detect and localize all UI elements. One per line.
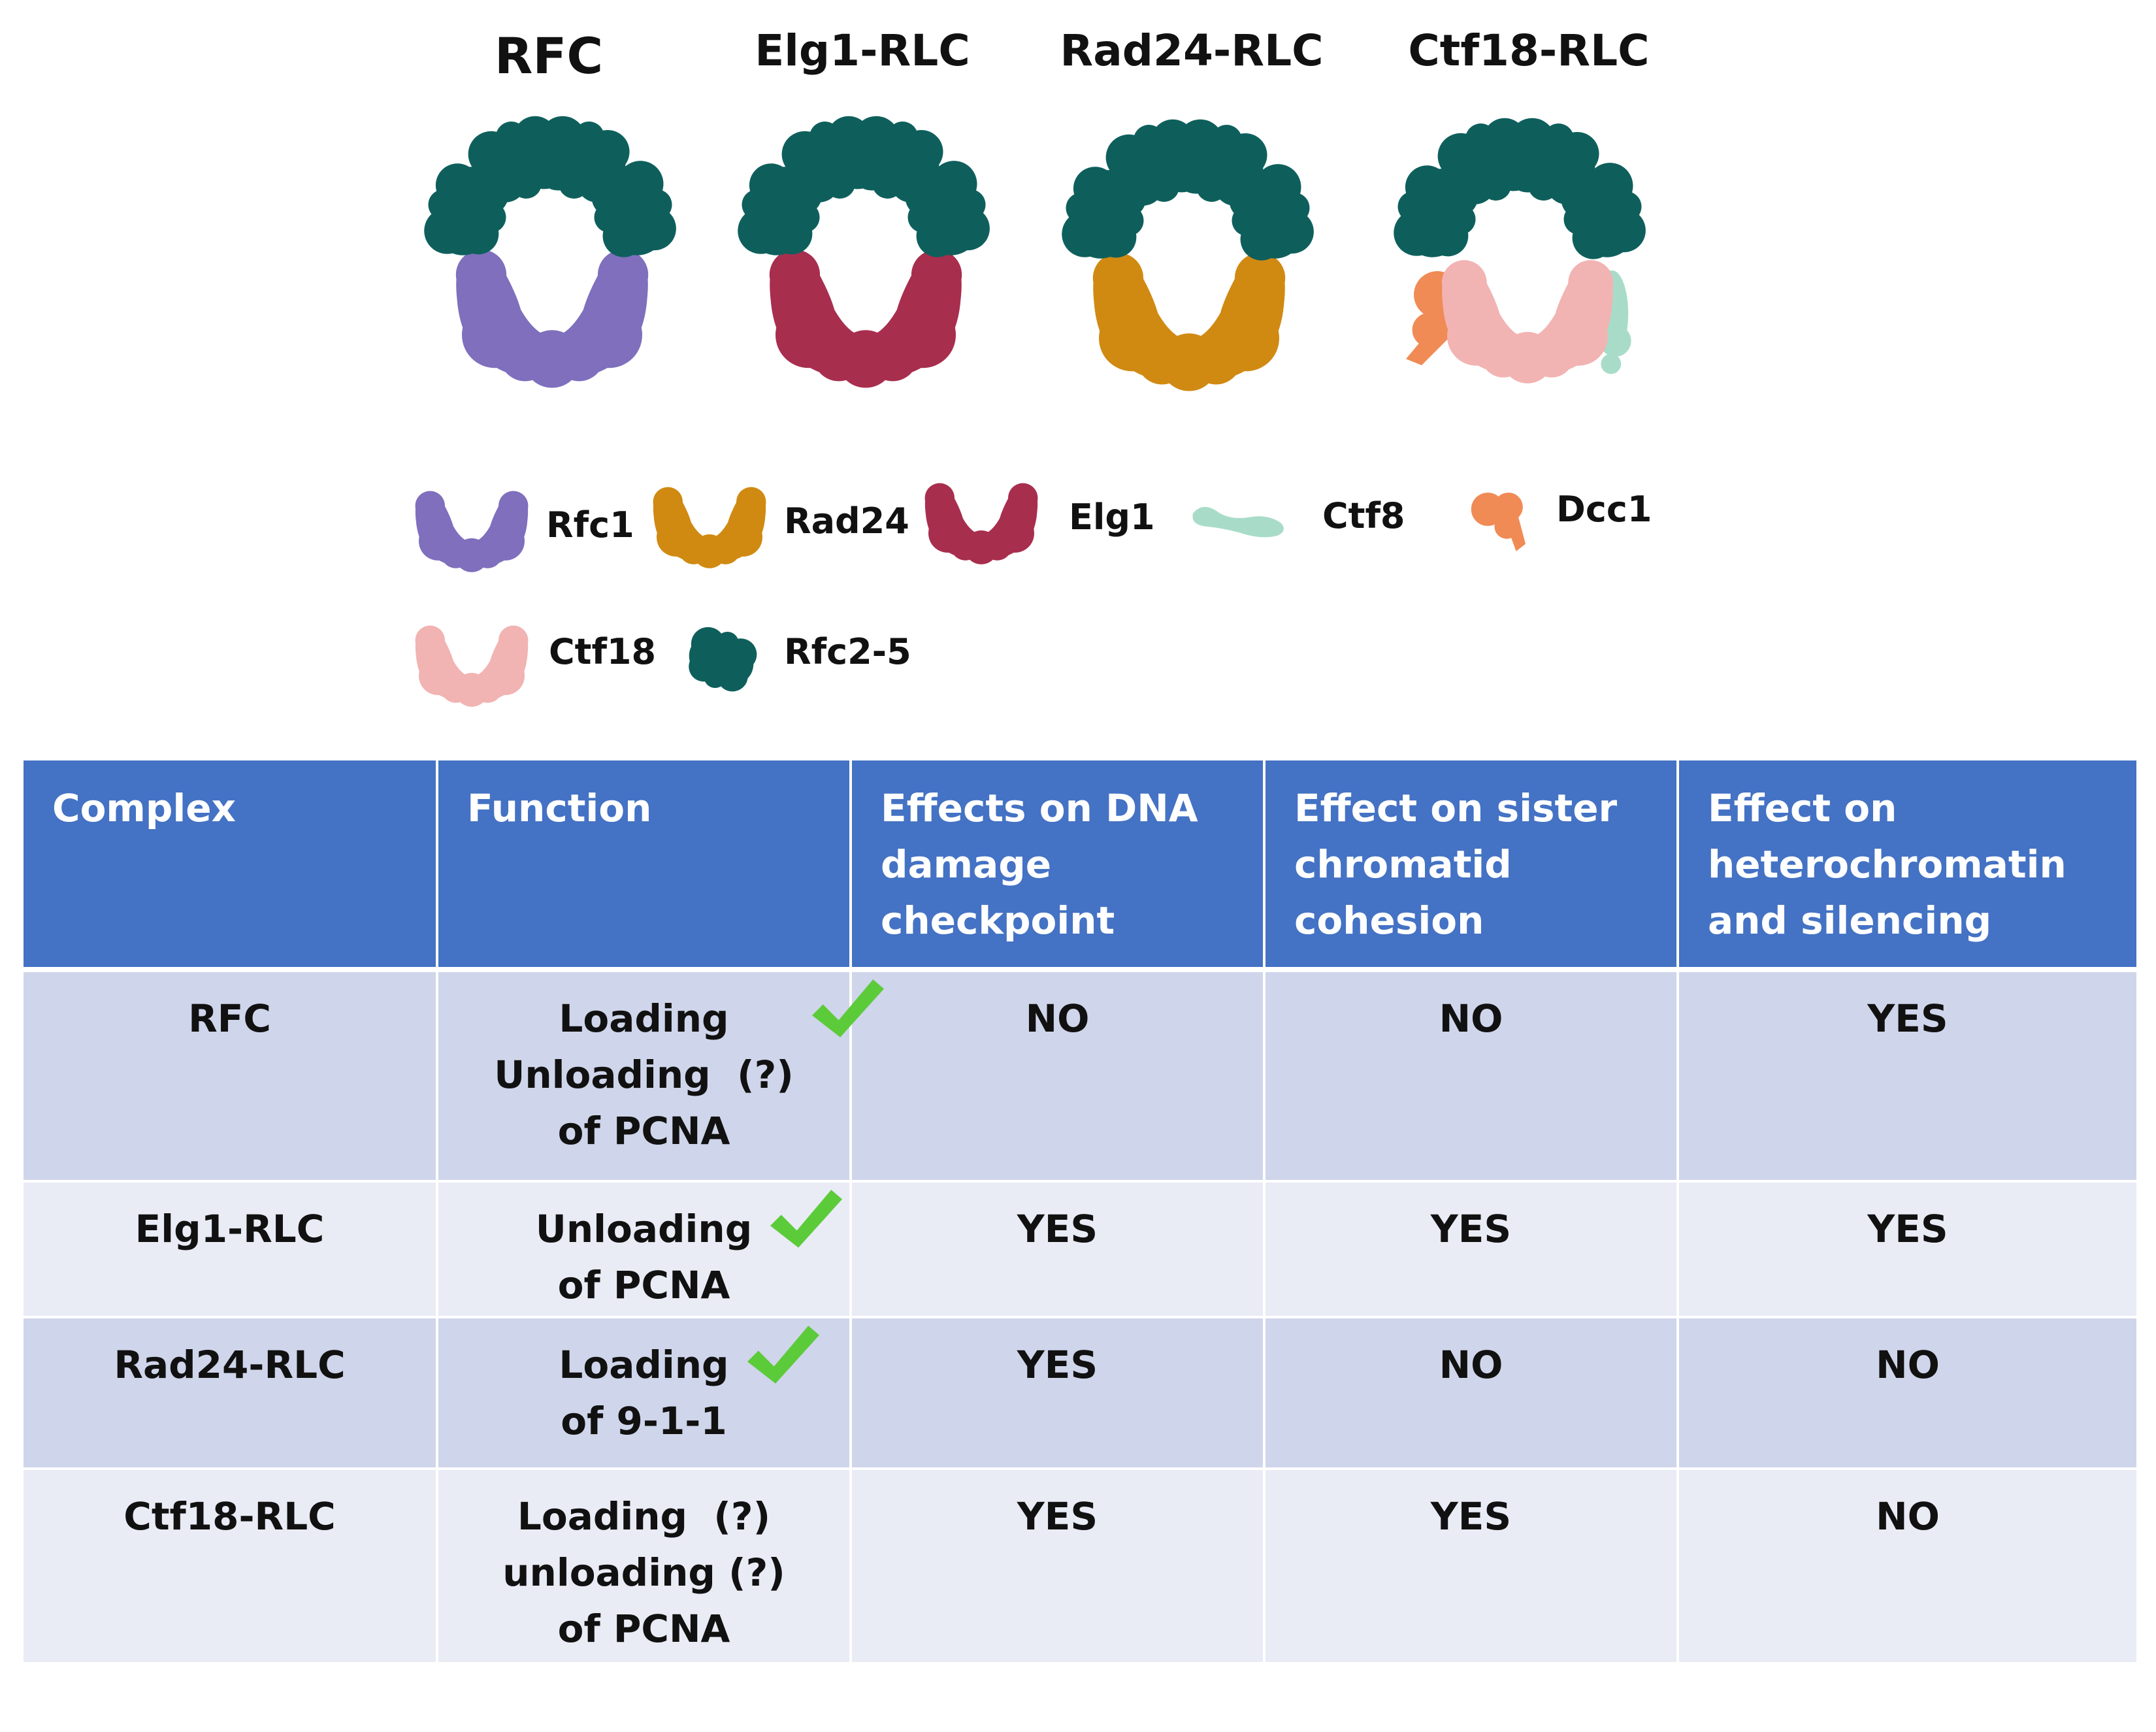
legend-label-ctf18: Ctf18: [549, 631, 656, 672]
complex-title-ctf18-rlc: Ctf18-RLC: [1408, 25, 1649, 76]
function-line: Loading (?): [517, 1494, 771, 1539]
table-row: Ctf18-RLC Loading (?) unloading (?) of PCNA…: [24, 1467, 2136, 1662]
rfc1-subunit: [455, 249, 649, 388]
header-line: Effect on: [1708, 786, 1897, 830]
header-line: checkpoint: [881, 898, 1115, 943]
rfc2-5-ring: [730, 108, 997, 267]
legend-ctf18-swatch: [415, 625, 529, 707]
dna-damage-cell: YES: [849, 1467, 1264, 1662]
dna-damage-cell: YES: [849, 1180, 1264, 1317]
cohesion-cell: YES: [1263, 1180, 1678, 1317]
function-line: of PCNA: [557, 1607, 730, 1651]
silencing-cell: YES: [1676, 1180, 2136, 1317]
complex-cell: Rad24-RLC: [24, 1316, 437, 1469]
header-silencing: Effect on heterochromatin and silencing: [1676, 760, 2136, 972]
complex-title-rfc: RFC: [495, 27, 603, 85]
complex-title-elg1-rlc: Elg1-RLC: [755, 25, 970, 76]
complex-cell: Elg1-RLC: [24, 1180, 437, 1317]
rad24-subunit: [1092, 252, 1286, 391]
legend-rad24-swatch: [653, 487, 766, 568]
header-line: chromatid: [1294, 842, 1512, 887]
function-cell: Unloading of PCNA: [436, 1180, 851, 1317]
legend-dcc1-swatch: [1462, 478, 1544, 554]
function-cell: Loading (?) unloading (?) of PCNA: [436, 1467, 851, 1662]
function-line: unloading (?): [502, 1550, 785, 1595]
dna-damage-cell: NO: [849, 968, 1264, 1181]
header-line: Function: [467, 786, 652, 830]
header-line: Effect on sister: [1294, 786, 1618, 830]
header-line: Effects on DNA: [881, 786, 1198, 830]
cohesion-cell: YES: [1263, 1467, 1678, 1662]
function-line: of PCNA: [557, 1263, 730, 1307]
legend-label-rad24: Rad24: [784, 500, 909, 542]
legend-label-dcc1: Dcc1: [1556, 489, 1652, 530]
complex-cell: RFC: [24, 968, 437, 1181]
header-dna-damage: Effects on DNA damage checkpoint: [849, 760, 1264, 972]
function-line: of 9-1-1: [561, 1399, 727, 1443]
legend: Rfc1 Rad24 Elg1 Ctf8 Dcc1: [415, 478, 1652, 572]
function-line: Loading: [559, 1343, 729, 1387]
legend-ctf8-swatch: [1192, 506, 1284, 538]
rfc2-5-ring: [1386, 110, 1653, 269]
function-cell: Loading of 9-1-1: [436, 1316, 851, 1469]
legend-row-2: Ctf18 Rfc2-5: [415, 620, 911, 707]
legend-rfc2-5-swatch: [678, 620, 762, 699]
legend-label-ctf8: Ctf8: [1322, 495, 1405, 536]
complex-title-rad24-rlc: Rad24-RLC: [1060, 25, 1323, 76]
check-icon: [811, 975, 884, 1047]
header-line: damage: [881, 842, 1052, 887]
rfc-complex: [417, 108, 683, 388]
complex-cell: Ctf18-RLC: [24, 1467, 437, 1662]
summary-table: Complex Function Effects on DNA damage che…: [24, 760, 2136, 1662]
header-line: and silencing: [1708, 898, 1992, 943]
cohesion-cell: NO: [1263, 1316, 1678, 1469]
check-icon: [747, 1321, 819, 1393]
elg1-rlc-complex: [730, 108, 997, 388]
dna-damage-cell: YES: [849, 1316, 1264, 1469]
function-line: Loading: [559, 996, 729, 1041]
header-line: heterochromatin: [1708, 842, 2066, 887]
function-line: Unloading (?): [494, 1053, 794, 1097]
rad24-rlc-complex: [1054, 111, 1321, 391]
legend-label-elg1: Elg1: [1069, 497, 1155, 538]
complexes-diagram: RFC Elg1-RLC Rad24-RLC Ctf18-RLC Rfc1 Ra…: [415, 25, 2156, 707]
legend-rfc1-swatch: [415, 491, 529, 572]
ctf18-rlc-complex: [1386, 110, 1653, 384]
header-cohesion: Effect on sister chromatid cohesion: [1263, 760, 1678, 972]
ctf18-subunit: [1441, 260, 1614, 384]
function-line: Unloading: [535, 1207, 753, 1251]
legend-elg1-swatch: [924, 483, 1038, 564]
silencing-cell: YES: [1676, 968, 2136, 1181]
silencing-cell: NO: [1676, 1316, 2136, 1469]
header-line: Complex: [52, 786, 236, 830]
legend-label-rfc1: Rfc1: [546, 504, 634, 546]
function-line: of PCNA: [557, 1109, 730, 1153]
rfc2-5-ring: [1054, 111, 1321, 270]
rfc2-5-ring: [417, 108, 683, 267]
table-header-row: Complex Function Effects on DNA damage che…: [24, 760, 2136, 972]
silencing-cell: NO: [1676, 1467, 2136, 1662]
header-function: Function: [436, 760, 851, 972]
cohesion-cell: NO: [1263, 968, 1678, 1181]
legend-label-rfc2-5: Rfc2-5: [784, 631, 911, 672]
check-icon: [770, 1185, 843, 1257]
elg1-subunit: [769, 249, 962, 388]
header-complex: Complex: [24, 760, 437, 972]
header-line: cohesion: [1294, 898, 1484, 943]
